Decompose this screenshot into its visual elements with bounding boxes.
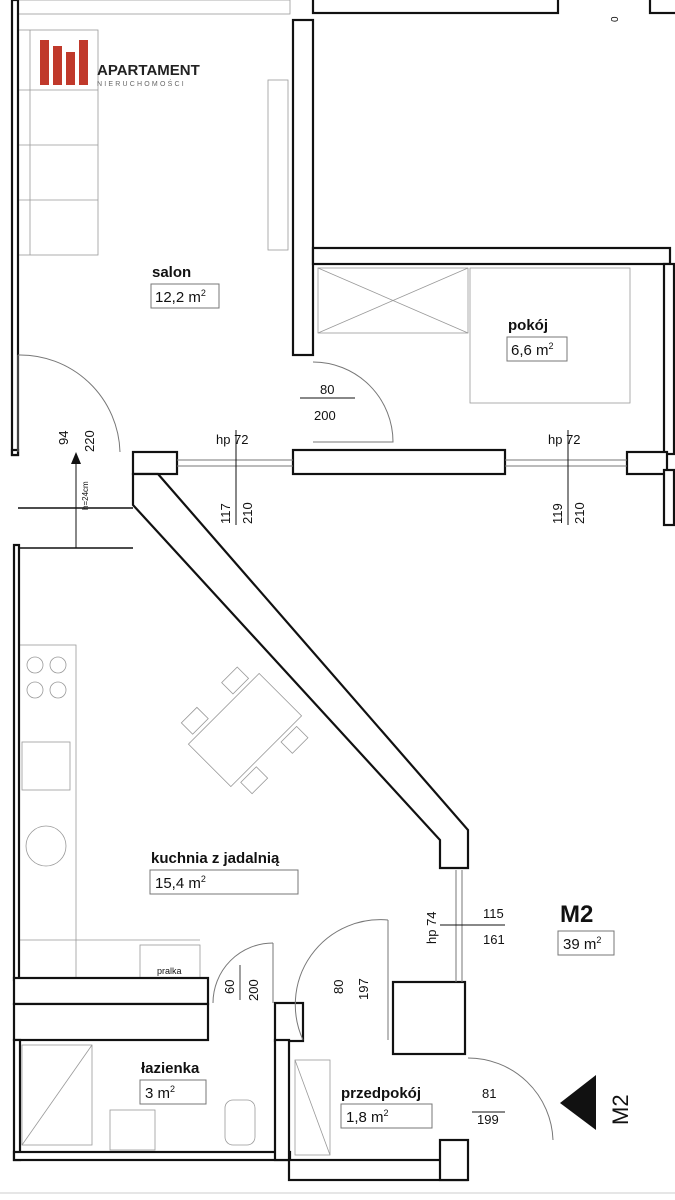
logo-mark-bar-4	[79, 40, 88, 85]
room-area: 6,6 m2	[511, 341, 554, 359]
entry-marker-label: M2	[608, 1094, 633, 1125]
room-lazienka: łazienka 3 m2	[139, 1060, 207, 1105]
area-box	[149, 869, 299, 895]
entry-marker-arrow	[560, 1075, 596, 1130]
unit-area: 39 m2	[563, 935, 601, 953]
unit-summary: M2 39 m2 M2	[557, 901, 633, 1130]
dim-win-left-hp: hp 72	[216, 432, 249, 447]
dim-door-kitchen-w: 94	[56, 431, 71, 445]
room-name: przedpokój	[341, 1085, 421, 1102]
room-area: 1,8 m2	[346, 1108, 389, 1126]
dim-door-hall-w: 80	[331, 980, 346, 994]
brand-tagline: NIERUCHOMOŚCI	[97, 79, 186, 88]
room-area: 12,2 m2	[155, 288, 206, 306]
dim-win-right-hp: hp 72	[548, 432, 581, 447]
brand-logo: APARTAMENT NIERUCHOMOŚCI	[40, 40, 200, 88]
area-box	[340, 1103, 433, 1129]
room-name: salon	[152, 264, 191, 281]
dim-win-right-w: 119	[550, 503, 565, 524]
room-name: łazienka	[141, 1060, 200, 1077]
washer-label: pralka	[157, 966, 182, 976]
dim-door-hall-h: 197	[356, 978, 371, 1000]
unit-name: M2	[560, 901, 593, 928]
area-box	[506, 336, 568, 362]
dim-win-center-hp: hp 74	[424, 911, 439, 944]
area-box	[139, 1079, 207, 1105]
dim-door-salon-h: 200	[314, 408, 336, 423]
room-salon: salon 12,2 m2	[150, 264, 220, 309]
room-name: pokój	[508, 317, 548, 334]
room-name: kuchnia z jadalnią	[151, 850, 280, 867]
dim-top-small: 0	[610, 16, 621, 22]
dim-door-bath-h: 200	[246, 979, 261, 1001]
dim-ceiling-note: h=24cm	[81, 481, 90, 510]
dim-door-entry-h: 199	[477, 1112, 499, 1127]
dim-win-left-w: 117	[218, 503, 233, 524]
room-kuchnia: kuchnia z jadalnią 15,4 m2	[149, 850, 299, 895]
unit-area-box	[557, 930, 615, 956]
logo-mark-bar-2	[53, 46, 62, 85]
room-area: 15,4 m2	[155, 874, 206, 892]
walls	[10, 0, 675, 1182]
room-area: 3 m2	[145, 1084, 175, 1102]
area-box	[150, 283, 220, 309]
dim-win-center-w: 115	[483, 906, 504, 921]
dim-door-entry-w: 81	[482, 1086, 496, 1101]
logo-mark-bar-1	[40, 40, 49, 85]
dim-win-left-h: 210	[240, 502, 255, 524]
room-przedpokoj: przedpokój 1,8 m2	[340, 1085, 433, 1129]
openings	[17, 354, 627, 1141]
logo-mark-bar-3	[66, 52, 75, 85]
dim-door-kitchen-h: 220	[82, 430, 97, 452]
dim-win-center-h: 161	[483, 932, 505, 947]
room-pokoj: pokój 6,6 m2	[506, 317, 568, 362]
dim-door-bath-w: 60	[222, 980, 237, 994]
dim-door-salon-w: 80	[320, 382, 334, 397]
brand-name: APARTAMENT	[97, 62, 200, 79]
dim-win-right-h: 210	[572, 502, 587, 524]
dimension-labels: 80 200 hp 72 117 210 hp 72 119 210 94 22…	[56, 16, 621, 1127]
